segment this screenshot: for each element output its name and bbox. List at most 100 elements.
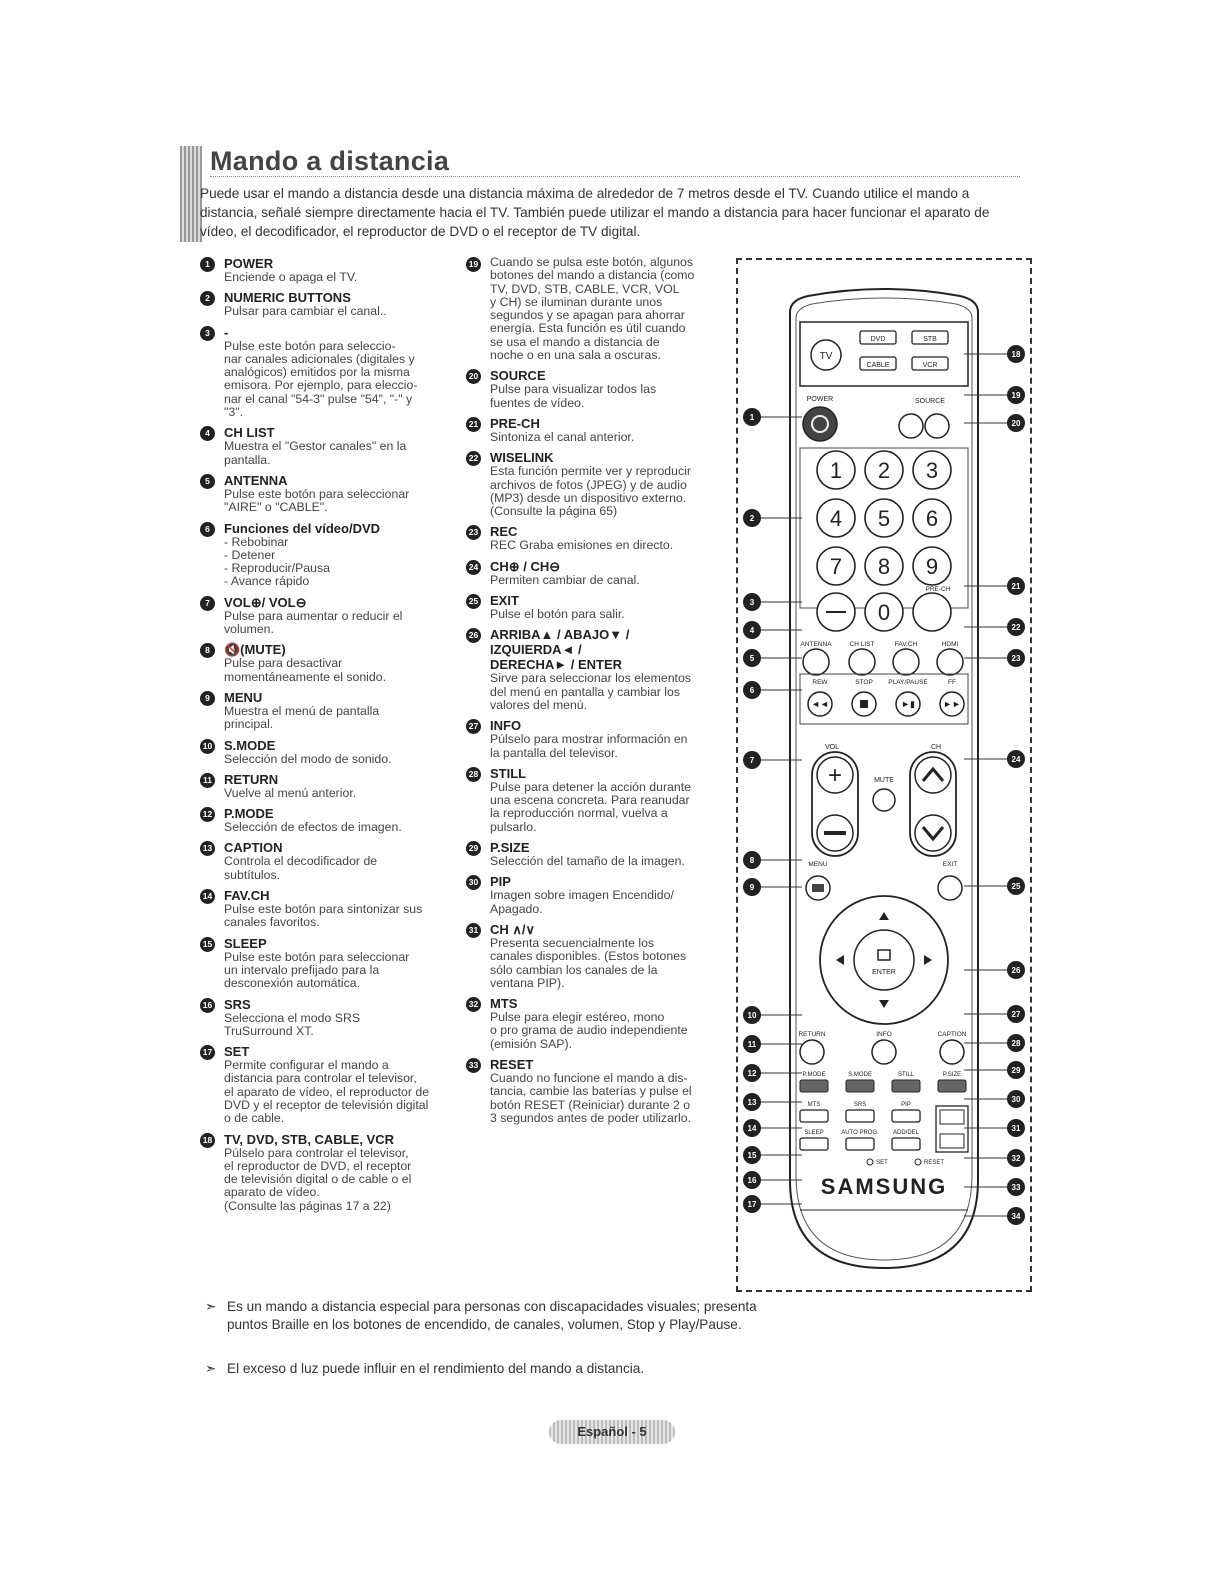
callout-number: 16	[748, 1176, 757, 1185]
entry-label: SET	[224, 1044, 250, 1060]
entry-label: CAPTION	[224, 840, 283, 856]
entry-label: S.MODE	[224, 737, 276, 753]
callout-badge	[1007, 649, 1025, 667]
number-badge: 26	[466, 628, 481, 644]
entry-label: CH ∧/∨	[490, 921, 536, 937]
entry-description: Presenta secuencialmente los canales dis…	[490, 935, 687, 990]
intro-paragraph: Puede usar el mando a distancia desde un…	[200, 186, 990, 239]
callout-number: 27	[1012, 1010, 1021, 1019]
entry-label: RESET	[490, 1056, 534, 1072]
tv-button-label: TV	[820, 351, 833, 362]
digit-button	[912, 546, 952, 586]
pip-ch-up-button	[939, 1109, 965, 1125]
function-button	[936, 648, 964, 676]
number-badge: 10	[200, 738, 215, 754]
reset-button	[914, 1158, 922, 1166]
callout-badge	[743, 649, 761, 667]
callout-number: 18	[1012, 350, 1021, 359]
number-badge: 16	[200, 997, 215, 1013]
entry-description: Pulse este botón para seleccionar "AIRE"…	[224, 486, 410, 515]
mode-button	[911, 330, 949, 345]
callout-number: 11	[748, 1040, 757, 1049]
entry-label: MENU	[224, 689, 263, 705]
callout-badge	[743, 851, 761, 869]
chlist-label: CH LIST	[850, 641, 875, 648]
callout-number: 8	[750, 856, 755, 865]
digit-button	[816, 546, 856, 586]
reset-label: RESET	[924, 1160, 944, 1166]
callout-number: 17	[748, 1200, 757, 1209]
still-label: STILL	[898, 1072, 915, 1078]
transport-button	[895, 691, 921, 717]
callout-number: 12	[748, 1069, 757, 1078]
enter-label: ENTER	[872, 969, 896, 976]
callout-number: 30	[1012, 1095, 1021, 1104]
function-button	[939, 1039, 965, 1065]
mode-key	[845, 1079, 875, 1093]
callout-number: 1	[750, 413, 755, 422]
callout-number: 6	[750, 686, 755, 695]
entry-label: CH⊕ / CH⊖	[490, 558, 561, 574]
callout-number: 3	[750, 598, 755, 607]
number-badge: 24	[466, 559, 481, 575]
digit-button	[912, 450, 952, 490]
callout-badge	[743, 1171, 761, 1189]
digit-label: 1	[830, 458, 842, 483]
number-badge: 9	[200, 690, 215, 706]
exit-label: EXIT	[943, 861, 957, 868]
number-badge: 20	[466, 369, 481, 385]
remote-body-inner	[795, 297, 973, 1261]
entry-description: Pulse para visualizar todos las fuentes …	[490, 382, 657, 410]
number-badge: 8	[200, 643, 215, 659]
entry-description: Pulse para detener la acción durante una…	[490, 779, 691, 834]
rew-label: REW	[812, 679, 828, 686]
favch-label: FAV.CH	[895, 641, 918, 648]
digit-label: 8	[878, 554, 890, 579]
entry-description: Selección del modo de sonido.	[224, 751, 392, 766]
mode-button-label: CABLE	[867, 362, 890, 369]
down-arrow-icon	[879, 1000, 889, 1008]
entry-description: Sirve para seleccionar los elementos del…	[490, 671, 691, 712]
number-badge: 28	[466, 766, 481, 782]
entry-label: PIP	[490, 874, 511, 890]
option-key	[891, 1137, 921, 1151]
callout-badge	[1007, 877, 1025, 895]
mute-button	[872, 788, 896, 812]
pmode-label: P.MODE	[803, 1072, 826, 1078]
entry-description: Enciende o apaga el TV.	[224, 270, 358, 284]
stop-icon	[860, 700, 868, 708]
callout-badge	[1007, 386, 1025, 404]
callout-badge	[1007, 750, 1025, 768]
entry-label: SRS	[224, 996, 251, 1012]
mts-label: MTS	[808, 1102, 821, 1108]
mode-key	[891, 1079, 921, 1093]
function-button	[892, 648, 920, 676]
callout-badge	[1007, 345, 1025, 363]
entry-label: P.MODE	[224, 806, 274, 822]
entry-description: Púlselo para controlar el televisor, el …	[224, 1145, 412, 1213]
option-key	[845, 1109, 875, 1123]
number-badge: 18	[200, 1132, 215, 1148]
title-stripe	[180, 146, 202, 242]
return-label: RETURN	[798, 1031, 825, 1038]
entry-label: EXIT	[490, 593, 519, 609]
number-badge: 25	[466, 594, 481, 610]
vol-up-icon: +	[828, 762, 842, 789]
number-badge: 19	[466, 257, 481, 272]
set-label: SET	[876, 1160, 888, 1166]
callout-number: 15	[748, 1151, 757, 1160]
function-button	[848, 648, 876, 676]
legend-entry: 8🔇(MUTE)Pulse para desactivar momentánea…	[200, 642, 448, 684]
mode-button-label: VCR	[923, 362, 938, 369]
entry-description: REC Graba emisiones en directo.	[490, 538, 674, 553]
callout-badge	[743, 1093, 761, 1111]
